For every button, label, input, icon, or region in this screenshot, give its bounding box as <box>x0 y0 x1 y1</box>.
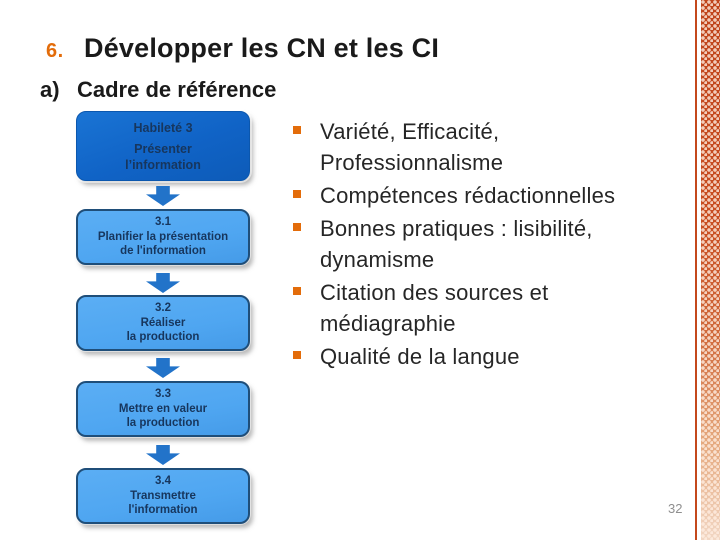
flowchart: Habileté 3 Présenter l’information 3.1 P… <box>76 111 250 525</box>
flowchart-step-box: 3.3 Mettre en valeur la production <box>76 381 250 437</box>
bullet-square-icon <box>293 287 301 295</box>
down-arrow-icon <box>146 186 180 206</box>
bullet-square-icon <box>293 126 301 134</box>
bullet-square-icon <box>293 351 301 359</box>
flowchart-header-title: Habileté 3 <box>133 120 193 135</box>
slide-title-row: 6. Développer les CN et les CI <box>46 33 439 64</box>
down-arrow-icon <box>146 273 180 293</box>
step-number: 3.1 <box>155 216 171 229</box>
subtitle-marker: a) <box>40 77 60 102</box>
step-line: Planifier la présentation <box>97 230 229 243</box>
flowchart-step-box: 3.2 Réaliser la production <box>76 295 250 351</box>
step-number: 3.3 <box>155 388 171 401</box>
list-item: Variété, Efficacité, Professionnalisme <box>293 116 625 178</box>
list-item: Qualité de la langue <box>293 341 625 372</box>
step-number: 3.4 <box>155 475 171 488</box>
flowchart-step-box: 3.1 Planifier la présentation de l'infor… <box>76 209 250 265</box>
flowchart-header-line3: l’information <box>125 157 201 172</box>
down-arrow-icon <box>146 445 180 465</box>
bullet-text: Qualité de la langue <box>320 344 520 369</box>
bullet-text: Compétences rédactionnelles <box>320 183 616 208</box>
slide-number-label: 6. <box>46 40 64 62</box>
bullet-text: Bonnes pratiques : lisibilité, dynamisme <box>320 216 593 272</box>
step-line: de l'information <box>120 245 206 258</box>
list-item: Bonnes pratiques : lisibilité, dynamisme <box>293 213 625 275</box>
list-item: Compétences rédactionnelles <box>293 180 625 211</box>
bullet-list: Variété, Efficacité, Professionnalisme C… <box>293 116 625 374</box>
bullet-text: Variété, Efficacité, Professionnalisme <box>320 119 504 175</box>
edge-dotted-strip <box>701 0 720 540</box>
list-item: Citation des sources et médiagraphie <box>293 277 625 339</box>
edge-accent-line <box>695 0 697 540</box>
step-line: Transmettre <box>130 489 196 502</box>
flowchart-step-box: 3.4 Transmettre l'information <box>76 468 250 524</box>
step-line: la production <box>126 417 200 430</box>
down-arrow-icon <box>146 358 180 378</box>
slide-title: Développer les CN et les CI <box>84 33 440 63</box>
step-line: la production <box>126 331 200 344</box>
bullet-square-icon <box>293 223 301 231</box>
flowchart-header-line2: Présenter <box>134 141 192 156</box>
step-line: Mettre en valeur <box>118 402 208 415</box>
step-number: 3.2 <box>155 302 171 315</box>
flowchart-header-box: Habileté 3 Présenter l’information <box>76 111 250 181</box>
slide-subtitle: Cadre de référence <box>77 77 277 102</box>
step-line: Réaliser <box>140 316 186 329</box>
step-line: l'information <box>128 504 198 517</box>
page-number: 32 <box>668 501 683 516</box>
bullet-square-icon <box>293 190 301 198</box>
slide-subtitle-row: a) Cadre de référence <box>40 77 276 103</box>
bullet-text: Citation des sources et médiagraphie <box>320 280 549 336</box>
